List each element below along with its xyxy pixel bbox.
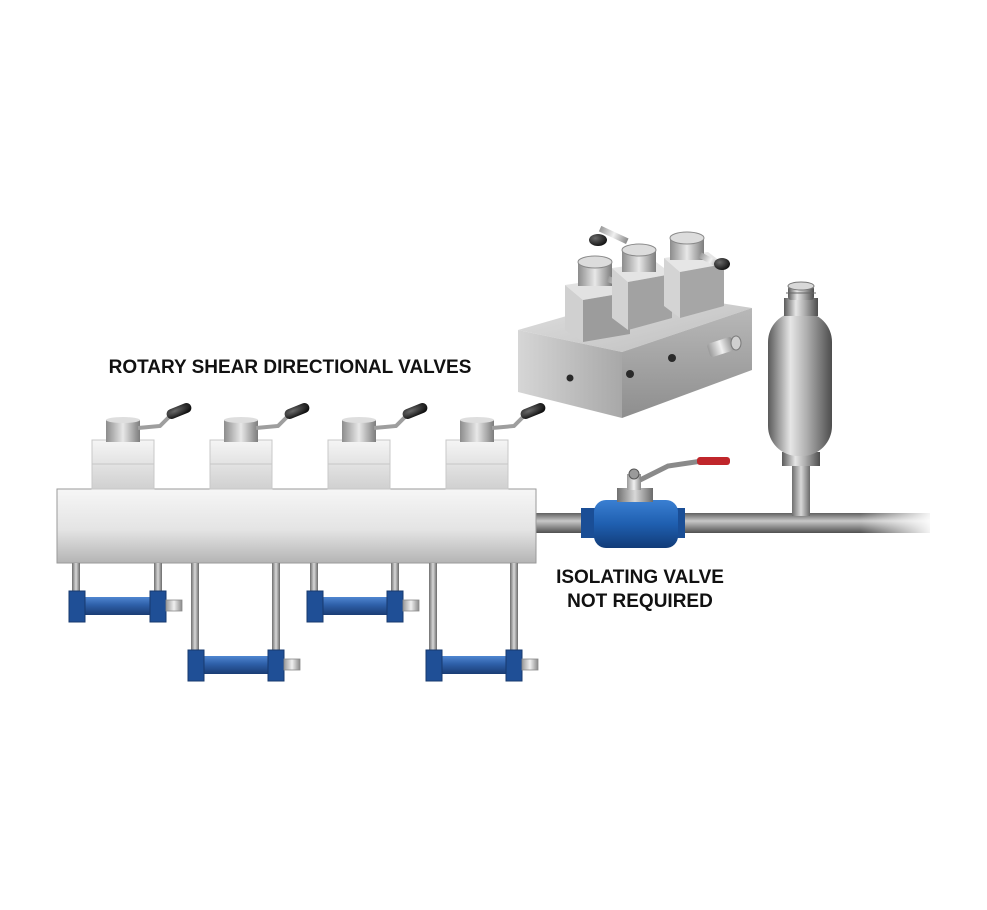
directional-valve-3 [327, 403, 428, 490]
photo-valve-3 [664, 231, 730, 318]
cylinder-4 [425, 563, 539, 682]
valve-block-photo [518, 225, 752, 418]
cylinder-1 [68, 563, 183, 623]
cylinder-3 [306, 563, 420, 623]
isolating-valve-label: ISOLATING VALVE NOT REQUIRED [520, 566, 760, 614]
directional-valve-1 [91, 403, 192, 490]
isolating-ball-valve [581, 457, 730, 548]
cylinder-2 [187, 563, 301, 682]
directional-valve-2 [209, 403, 310, 490]
isolating-valve-label-line1: ISOLATING VALVE [556, 567, 724, 588]
rotary-shear-label: ROTARY SHEAR DIRECTIONAL VALVES [108, 357, 472, 378]
directional-valve-4 [445, 403, 546, 490]
photo-valve-2 [589, 225, 672, 330]
accumulator [768, 281, 832, 516]
isolating-valve-label-line2: NOT REQUIRED [567, 591, 713, 612]
manifold [56, 488, 537, 564]
